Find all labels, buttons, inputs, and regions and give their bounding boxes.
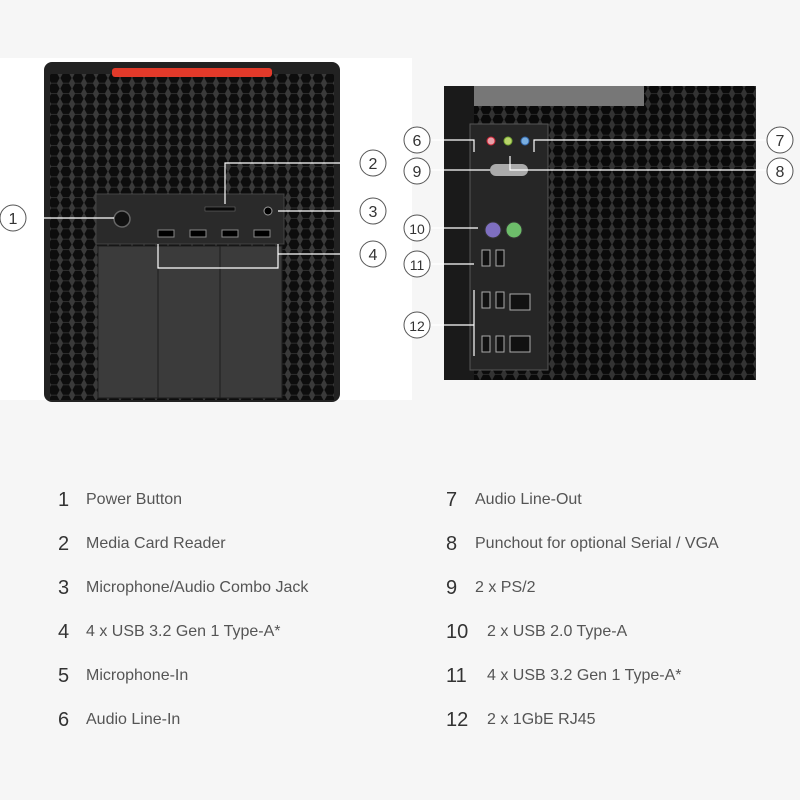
legend-label: 2 x PS/2 (475, 579, 536, 596)
power-button-icon[interactable] (113, 210, 131, 228)
legend-num: 11 (446, 664, 467, 687)
legend-num: 12 (446, 708, 469, 731)
svg-text:6: 6 (413, 133, 422, 150)
svg-text:8: 8 (776, 164, 785, 181)
svg-text:7: 7 (776, 133, 785, 150)
legend-label: Microphone/Audio Combo Jack (86, 579, 309, 596)
legend-label: Power Button (86, 491, 183, 508)
front-view: 1 2 3 4 (0, 58, 412, 402)
legend-label: Audio Line-In (86, 711, 181, 728)
usb3-port[interactable] (495, 291, 505, 309)
callout-12: 12 (403, 311, 431, 339)
legend-num: 3 (58, 576, 70, 599)
svg-text:2: 2 (369, 156, 378, 173)
svg-text:11: 11 (410, 257, 425, 273)
rear-view: 6 7 9 8 10 11 12 (403, 86, 794, 380)
legend-label: 4 x USB 3.2 Gen 1 Type-A* (487, 667, 682, 684)
drive-bay (157, 245, 221, 399)
red-handle (112, 68, 272, 77)
svg-text:3: 3 (369, 204, 378, 221)
legend-num: 2 (58, 532, 70, 555)
legend-item: 6 Audio Line-In (58, 705, 180, 735)
legend-label: Media Card Reader (86, 535, 226, 552)
callout-1: 1 (0, 204, 27, 232)
drive-bay (97, 245, 159, 399)
card-reader-slot[interactable] (204, 206, 236, 212)
callout-2: 2 (359, 149, 387, 177)
svg-text:4: 4 (369, 247, 378, 264)
legend-label: Microphone-In (86, 667, 189, 684)
legend-num: 7 (446, 488, 458, 511)
legend-label: Punchout for optional Serial / VGA (475, 535, 719, 552)
legend-item: 2 Media Card Reader (58, 529, 226, 559)
callout-6: 6 (403, 126, 431, 154)
legend-num: 4 (58, 620, 70, 643)
serial-punchout (490, 164, 528, 176)
workstation-photos: 1 2 3 4 (0, 58, 794, 402)
callout-7: 7 (766, 126, 794, 154)
legend-num: 10 (446, 620, 469, 643)
legend-num: 9 (446, 576, 458, 599)
ps2-port[interactable] (484, 221, 502, 239)
legend-label: 2 x USB 2.0 Type-A (487, 623, 628, 640)
svg-text:1: 1 (9, 211, 18, 228)
legend-item: 9 2 x PS/2 (446, 573, 535, 603)
legend-item: 10 2 x USB 2.0 Type-A (446, 617, 627, 647)
svg-text:9: 9 (413, 164, 422, 181)
usb2-port[interactable] (481, 249, 491, 267)
legend-item: 4 4 x USB 3.2 Gen 1 Type-A* (58, 617, 280, 647)
legend-num: 6 (58, 708, 70, 731)
legend-item: 1 Power Button (58, 485, 182, 515)
audio-line-out-jack[interactable] (520, 136, 530, 146)
usb-port[interactable] (221, 229, 239, 238)
usb3-port[interactable] (481, 291, 491, 309)
usb-port[interactable] (253, 229, 271, 238)
svg-text:10: 10 (409, 221, 425, 237)
legend-item: 3 Microphone/Audio Combo Jack (58, 573, 308, 603)
rear-io-shield (469, 123, 549, 371)
legend-item: 8 Punchout for optional Serial / VGA (446, 529, 719, 559)
audio-line-in-jack[interactable] (486, 136, 496, 146)
svg-text:12: 12 (409, 318, 425, 334)
usb3-port[interactable] (481, 335, 491, 353)
rj45-port[interactable] (509, 335, 531, 353)
drive-bay (219, 245, 283, 399)
legend-label: 4 x USB 3.2 Gen 1 Type-A* (86, 623, 281, 640)
legend-num: 8 (446, 532, 458, 555)
legend-label: 2 x 1GbE RJ45 (487, 711, 596, 728)
legend-label: Audio Line-Out (475, 491, 582, 508)
usb-port[interactable] (157, 229, 175, 238)
callout-3: 3 (359, 197, 387, 225)
legend-item: 7 Audio Line-Out (446, 485, 582, 515)
rj45-port[interactable] (509, 293, 531, 311)
legend-item: 12 2 x 1GbE RJ45 (446, 705, 596, 735)
callout-9: 9 (403, 157, 431, 185)
legend-item: 11 4 x USB 3.2 Gen 1 Type-A* (446, 661, 681, 691)
callout-8: 8 (766, 157, 794, 185)
callout-10: 10 (403, 214, 431, 242)
callout-4: 4 (359, 240, 387, 268)
ps2-port[interactable] (505, 221, 523, 239)
audio-mic-jack[interactable] (503, 136, 513, 146)
usb-port[interactable] (189, 229, 207, 238)
callout-11: 11 (403, 250, 431, 278)
usb3-port[interactable] (495, 335, 505, 353)
legend-item: 5 Microphone-In (58, 661, 188, 691)
legend-num: 1 (58, 488, 70, 511)
usb2-port[interactable] (495, 249, 505, 267)
legend-num: 5 (58, 664, 70, 687)
combo-jack-icon[interactable] (263, 206, 273, 216)
